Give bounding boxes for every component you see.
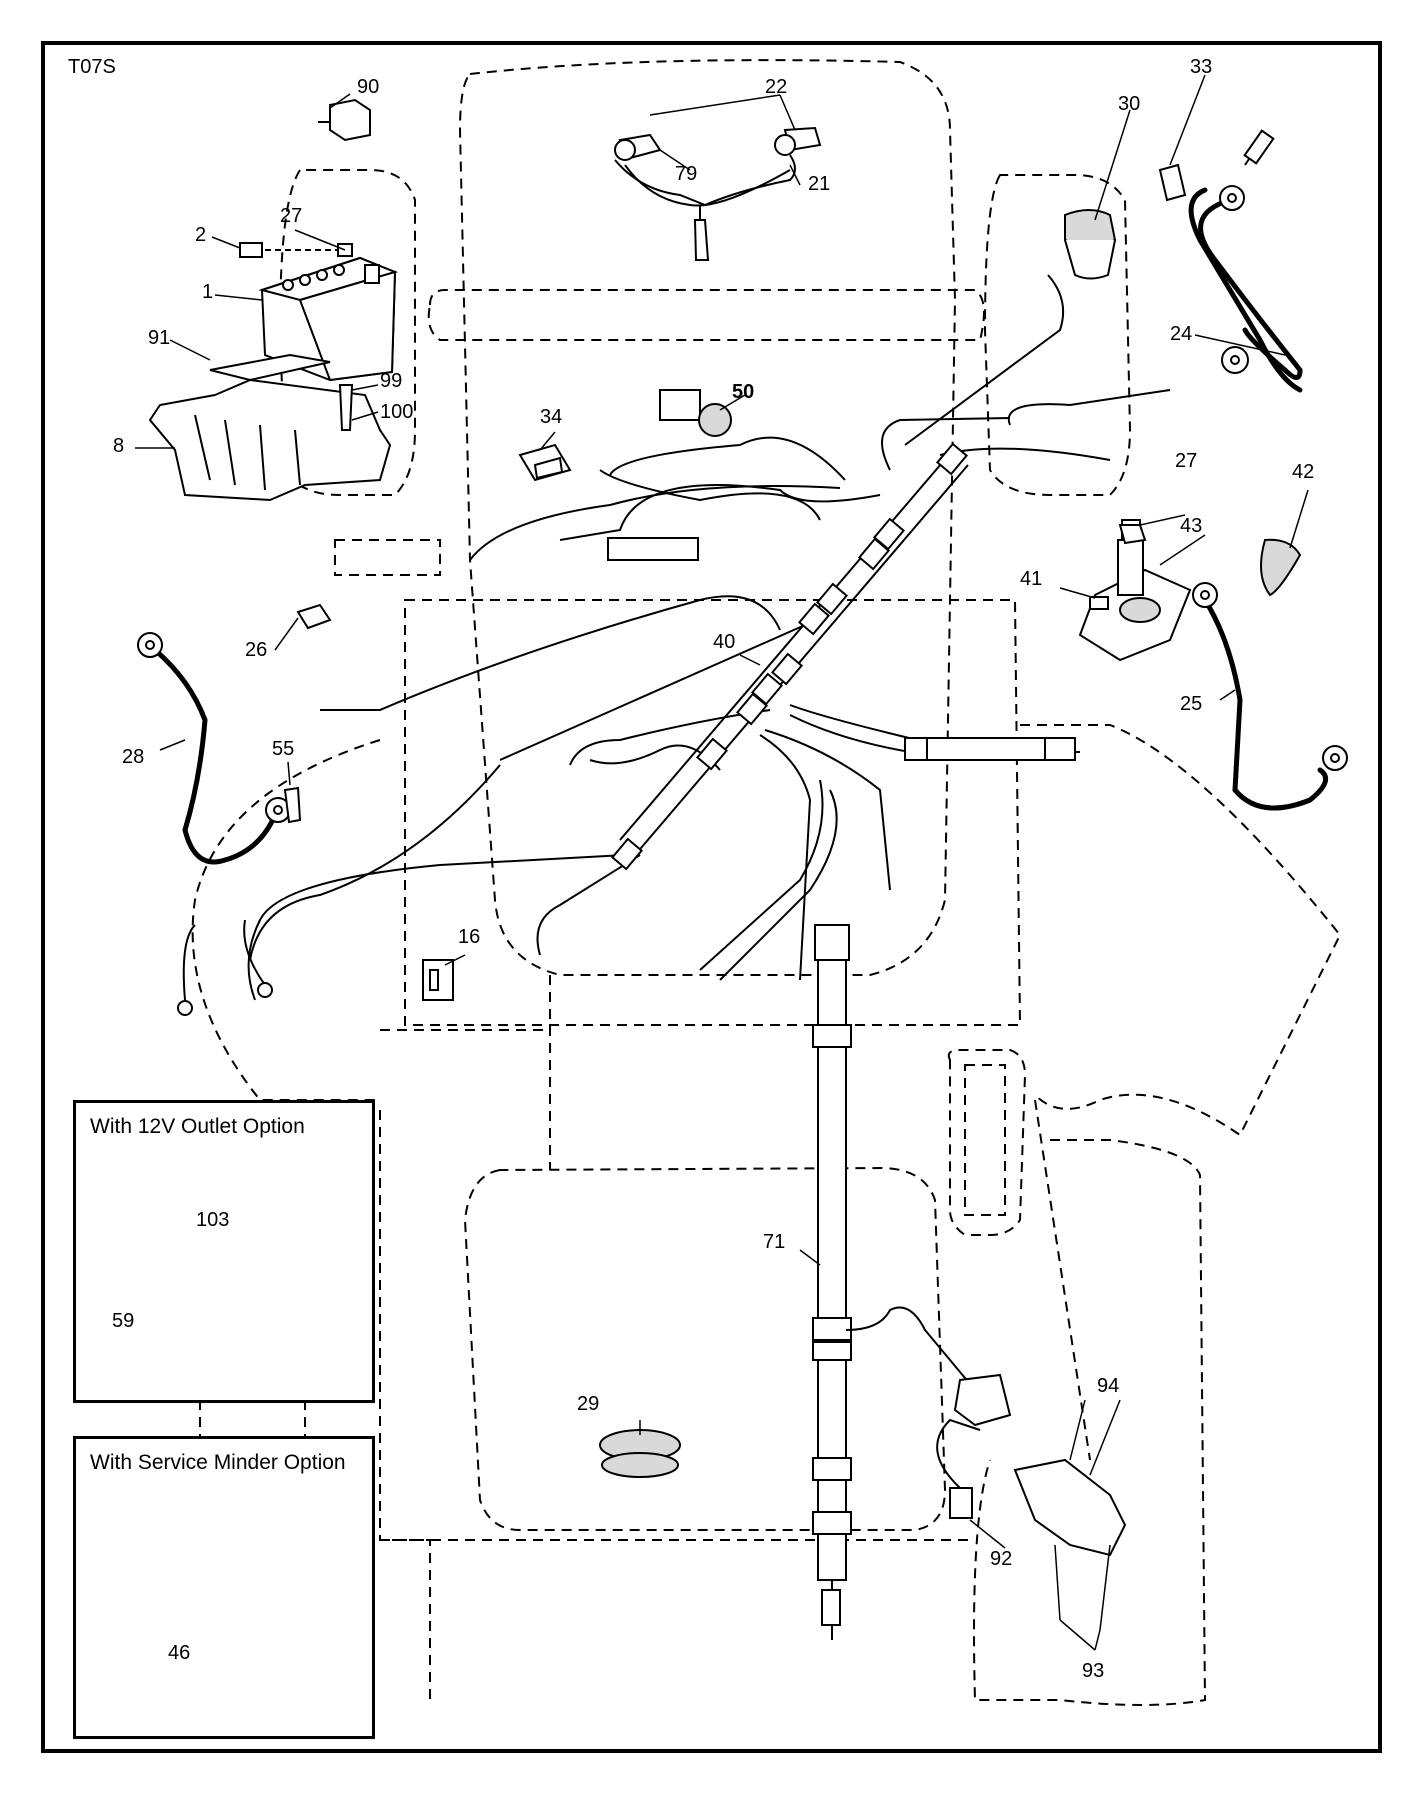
callout-25: 25 <box>1180 693 1202 715</box>
callout-27-right: 27 <box>1175 450 1197 472</box>
callout-28: 28 <box>122 746 144 768</box>
main-harness <box>247 274 1171 1001</box>
callout-71: 71 <box>763 1231 785 1253</box>
callout-21: 21 <box>808 173 830 195</box>
callout-93: 93 <box>1082 1660 1104 1682</box>
callout-40: 40 <box>713 631 735 653</box>
harness-71 <box>812 924 1012 1640</box>
callout-43: 43 <box>1180 515 1202 537</box>
callout-79: 79 <box>675 163 697 185</box>
callout-99: 99 <box>380 370 402 392</box>
callout-labels: 90 2 27 1 91 99 100 8 22 79 21 30 33 24 … <box>113 56 1314 1682</box>
callout-1: 1 <box>202 281 213 303</box>
callout-59: 59 <box>112 1310 134 1332</box>
option-service-minder-parts: 46 <box>168 1642 190 1664</box>
callout-103: 103 <box>196 1209 229 1231</box>
callout-55: 55 <box>272 738 294 760</box>
option-box-service-minder: With Service Minder Option 46 <box>73 1436 375 1739</box>
option-12v-outlet-parts: 103 59 <box>112 1209 229 1332</box>
callout-8: 8 <box>113 435 124 457</box>
callout-50: 50 <box>732 381 754 403</box>
diagram-frame <box>41 41 1382 1753</box>
callout-91: 91 <box>148 327 170 349</box>
battery-assembly <box>148 242 399 502</box>
callout-26: 26 <box>245 639 267 661</box>
callout-34: 34 <box>540 406 562 428</box>
callout-30: 30 <box>1118 93 1140 115</box>
callout-46: 46 <box>168 1642 190 1664</box>
callout-24: 24 <box>1170 323 1192 345</box>
callout-29: 29 <box>577 1393 599 1415</box>
tractor-outline <box>191 59 1342 1706</box>
callout-92: 92 <box>990 1548 1012 1570</box>
callout-16: 16 <box>458 926 480 948</box>
diagram-code: T07S <box>68 56 116 78</box>
cables <box>137 129 1348 1016</box>
callout-90: 90 <box>357 76 379 98</box>
callout-22: 22 <box>765 76 787 98</box>
callout-41: 41 <box>1020 568 1042 590</box>
option-title-12v-outlet: With 12V Outlet Option <box>90 1115 305 1138</box>
option-box-12v-outlet: With 12V Outlet Option 103 59 <box>73 1100 375 1403</box>
callout-94: 94 <box>1097 1375 1119 1397</box>
option-title-service-minder: With Service Minder Option <box>90 1451 346 1474</box>
callout-27: 27 <box>280 205 302 227</box>
callout-33: 33 <box>1190 56 1212 78</box>
callout-42: 42 <box>1292 461 1314 483</box>
callout-2: 2 <box>195 224 206 246</box>
callout-100: 100 <box>380 401 413 423</box>
